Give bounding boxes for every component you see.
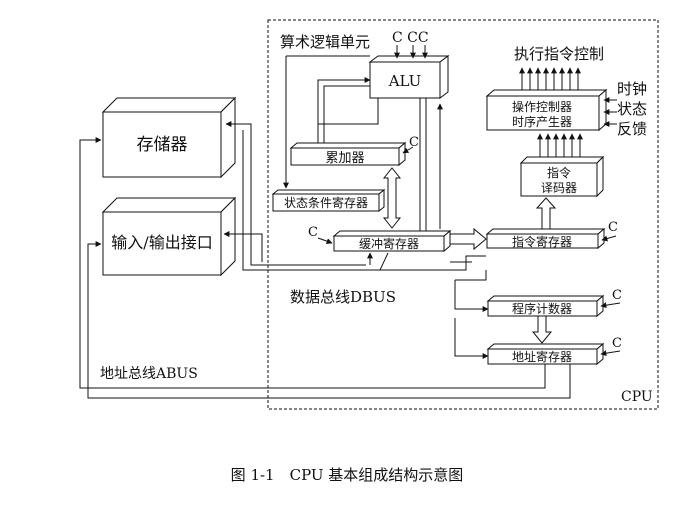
buffer-c-label: C [308, 225, 318, 240]
instruction-register-label: 指令寄存器 [512, 234, 572, 249]
decoder-line1: 指令 [547, 165, 571, 180]
decoder-to-controller-arrows [537, 133, 583, 157]
clock-label: 时钟 [617, 80, 647, 98]
accumulator-label: 累加器 [325, 151, 364, 166]
accumulator-block: 累加器 [289, 141, 407, 167]
alu-wiring [283, 55, 443, 231]
cpu-label: CPU [621, 389, 653, 405]
alu-control-label: C CC [392, 30, 429, 46]
program-counter-block: 程序计数器 [486, 294, 605, 318]
pc-c-label: C [612, 288, 622, 303]
address-register-label: 地址寄存器 [512, 349, 572, 364]
ir-to-decoder-arrow [535, 197, 557, 230]
op-controller-block: 操作控制器 时序产生器 [485, 88, 608, 132]
data-bus [223, 121, 489, 359]
figure-caption: 图 1-1 CPU 基本组成结构示意图 [231, 466, 464, 484]
pc-to-ar-arrow [531, 315, 553, 344]
ar-c-label: C [612, 336, 622, 351]
op-controller-line1: 操作控制器 [512, 99, 572, 114]
io-interface-block: 输入/输出接口 [101, 196, 237, 277]
memory-label: 存储器 [137, 135, 188, 155]
buffer-register-block: 缓冲寄存器 [332, 229, 452, 253]
address-bus-label: 地址总线ABUS [100, 366, 198, 382]
address-register-block: 地址寄存器 [486, 342, 605, 366]
status-register-label: 状态条件寄存器 [284, 195, 368, 210]
buffer-to-ir-arrow [449, 227, 487, 251]
alu-region-label: 算术逻辑单元 [280, 33, 370, 51]
cpu-boundary [267, 19, 659, 410]
accumulator-c-label: C [409, 135, 419, 150]
data-bus-label: 数据总线DBUS [290, 288, 396, 306]
exec-control-arrows [519, 67, 581, 90]
instruction-decoder-block: 指令 译码器 [519, 155, 605, 198]
ir-c-label: C [608, 220, 618, 235]
alu-label: ALU [388, 72, 422, 90]
op-controller-line2: 时序产生器 [512, 114, 572, 129]
decoder-line2: 译码器 [541, 181, 577, 195]
program-counter-label: 程序计数器 [512, 301, 572, 316]
io-interface-label: 输入/输出接口 [111, 233, 212, 252]
address-bus [79, 137, 571, 399]
exec-control-label: 执行指令控制 [514, 45, 604, 63]
status-label: 状态 [617, 100, 647, 118]
memory-block: 存储器 [101, 96, 237, 179]
alu-block: ALU [368, 55, 450, 99]
instruction-register-block: 指令寄存器 [485, 227, 606, 250]
feedback-label: 反馈 [617, 120, 647, 138]
status-register-block: 状态条件寄存器 [271, 188, 386, 213]
buffer-register-label: 缓冲寄存器 [359, 236, 419, 251]
